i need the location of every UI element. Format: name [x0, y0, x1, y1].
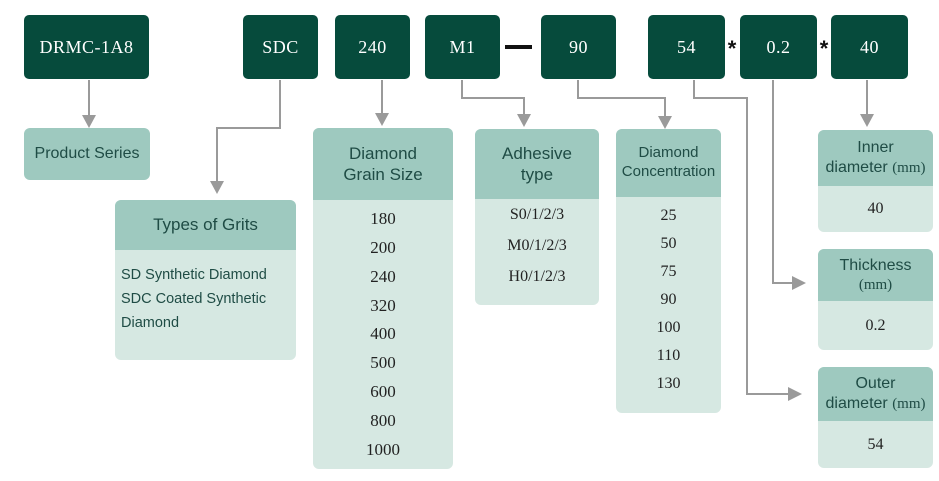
concentration-box: Diamond Concentration 25 50 75 90 100 11…	[616, 129, 721, 413]
thickness-box: Thickness (mm) 0.2	[818, 249, 933, 350]
concentration-title-line1: Diamond	[638, 144, 699, 162]
grain-size-title-line1: Diamond	[348, 143, 418, 163]
thickness-header: Thickness (mm)	[818, 249, 933, 301]
inner-diameter-box: Inner diameter (mm) 40	[818, 130, 933, 232]
grain-size-value: 500	[370, 353, 396, 373]
grain-size-box: Diamond Grain Size 180 200 240 320 400 5…	[313, 128, 453, 469]
grain-size-value: 240	[370, 266, 396, 286]
outer-diameter-label: diameter	[825, 395, 888, 412]
inner-diameter-title-line1: Inner	[857, 139, 894, 156]
star-separator: *	[819, 36, 829, 61]
grain-size-value: 320	[370, 295, 396, 315]
concentration-value: 50	[660, 235, 677, 252]
outer-diameter-value: 54	[867, 435, 884, 453]
concentration-title-line2: Concentration	[621, 163, 716, 180]
grain-size-values: 180 200 240 320 400 500 600 800 1000	[313, 200, 453, 469]
concentration-value: 75	[660, 263, 677, 280]
grits-header: Types of Grits	[115, 200, 296, 250]
grain-size-value: 180	[370, 208, 396, 228]
concentration-header: Diamond Concentration	[616, 129, 721, 197]
adhesive-title-line2: type	[520, 165, 554, 184]
grain-size-header: Diamond Grain Size	[313, 128, 453, 200]
code-series: DRMC-1A8	[24, 15, 149, 79]
thickness-title: Thickness	[839, 256, 912, 274]
concentration-value: 90	[660, 291, 677, 308]
concentration-value: 110	[656, 347, 681, 364]
concentration-values: 25 50 75 90 100 110 130	[616, 197, 721, 403]
dash-separator	[505, 45, 532, 49]
concentration-value: 100	[656, 319, 681, 336]
thickness-unit: (mm)	[858, 276, 893, 293]
inner-diameter-title-line2: diameter (mm)	[825, 158, 925, 178]
inner-diameter-label: diameter	[825, 159, 888, 176]
outer-diameter-header: Outer diameter (mm)	[818, 367, 933, 421]
inner-diameter-unit: (mm)	[892, 160, 926, 176]
adhesive-value: M0/1/2/3	[507, 236, 567, 254]
product-series-box: Product Series	[24, 128, 150, 180]
concentration-value: 130	[656, 375, 681, 392]
outer-diameter-title-line1: Outer	[855, 375, 896, 392]
grits-line: Diamond	[121, 315, 180, 331]
inner-diameter-body: 40	[818, 186, 933, 232]
inner-diameter-value: 40	[867, 200, 884, 217]
outer-diameter-body: 54	[818, 421, 933, 468]
grain-size-value: 600	[370, 382, 396, 402]
grits-box: Types of Grits SD Synthetic Diamond SDC …	[115, 200, 296, 360]
adhesive-title-line1: Adhesive	[502, 143, 572, 163]
grits-title: Types of Grits	[153, 215, 258, 235]
grain-size-value: 200	[370, 237, 396, 257]
code-thickness: 0.2	[740, 15, 817, 79]
code-inner-diameter: 40	[831, 15, 908, 79]
outer-diameter-title-line2: diameter (mm)	[825, 394, 925, 414]
code-concentration: 90	[541, 15, 616, 79]
outer-diameter-box: Outer diameter (mm) 54	[818, 367, 933, 468]
grain-size-title-line2: Grain Size	[343, 165, 423, 184]
thickness-body: 0.2	[818, 301, 933, 350]
outer-diameter-unit: (mm)	[892, 396, 926, 412]
grits-line: SD Synthetic Diamond	[121, 267, 267, 283]
grain-size-value: 400	[370, 324, 396, 344]
adhesive-header: Adhesive type	[475, 129, 599, 199]
code-adhesive: M1	[425, 15, 500, 79]
code-grain-size: 240	[335, 15, 410, 79]
grain-size-value: 800	[370, 411, 396, 431]
thickness-value: 0.2	[865, 316, 886, 334]
adhesive-values: S0/1/2/3 M0/1/2/3 H0/1/2/3	[475, 199, 599, 293]
adhesive-box: Adhesive type S0/1/2/3 M0/1/2/3 H0/1/2/3	[475, 129, 599, 305]
inner-diameter-header: Inner diameter (mm)	[818, 130, 933, 186]
grits-body: SD Synthetic Diamond SDC Coated Syntheti…	[121, 263, 267, 335]
product-series-label: Product Series	[34, 145, 140, 162]
grits-line: SDC Coated Synthetic	[121, 291, 267, 307]
adhesive-value: H0/1/2/3	[508, 268, 566, 286]
grain-size-value: 1000	[366, 440, 400, 460]
code-grit: SDC	[243, 15, 318, 79]
concentration-value: 25	[660, 207, 677, 224]
code-outer-diameter: 54	[648, 15, 725, 79]
adhesive-value: S0/1/2/3	[509, 205, 565, 223]
star-separator: *	[727, 36, 737, 61]
